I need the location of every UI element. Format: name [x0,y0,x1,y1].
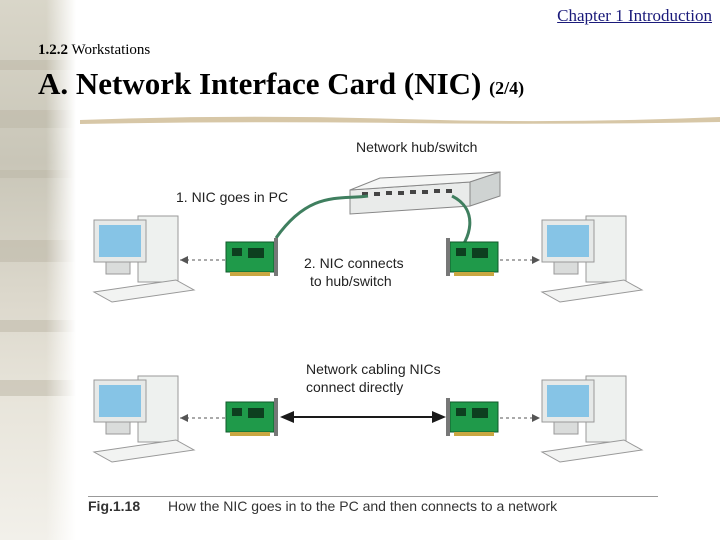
page-title: A. Network Interface Card (NIC) (2/4) [38,66,524,102]
label-connects-line1: 2. NIC connects [304,255,404,271]
decorative-sidebar [0,0,76,540]
section-heading: 1.2.2 Workstations [38,42,150,59]
pc-icon [540,215,644,303]
figure-caption: Fig.1.18 How the NIC goes in to the PC a… [88,498,648,514]
section-number: 1.2.2 [38,42,68,58]
nic-card-icon [446,398,499,436]
caption-number: Fig.1.18 [88,498,141,514]
chapter-link[interactable]: Chapter 1 Introduction [557,6,712,25]
label-direct-line2: connect directly [306,379,404,395]
direct-link-arrow [280,411,446,423]
caption-text: How the NIC goes in to the PC and then c… [168,498,558,514]
caption-rule [88,496,658,497]
nic-card-icon [225,398,278,436]
label-connects-line2: to hub/switch [310,273,392,289]
title-text: A. Network Interface Card (NIC) [38,66,482,101]
network-switch-icon [349,171,501,215]
pc-icon [92,215,196,303]
nic-diagram [92,171,644,463]
nic-figure: Network hub/switch 1. NIC goes in PC 2. … [80,130,720,530]
label-nic-in-pc: 1. NIC goes in PC [176,189,289,205]
label-hub: Network hub/switch [356,139,478,155]
nic-card-icon [446,238,499,276]
pc-icon [92,375,196,463]
hub-cable-left [274,194,369,239]
nic-card-icon [225,238,278,276]
section-title: Workstations [71,42,151,58]
page-indicator: (2/4) [489,78,525,98]
pc-icon [540,375,644,463]
decorative-brush-line [80,116,720,124]
label-direct-line1: Network cabling NICs [306,361,441,377]
